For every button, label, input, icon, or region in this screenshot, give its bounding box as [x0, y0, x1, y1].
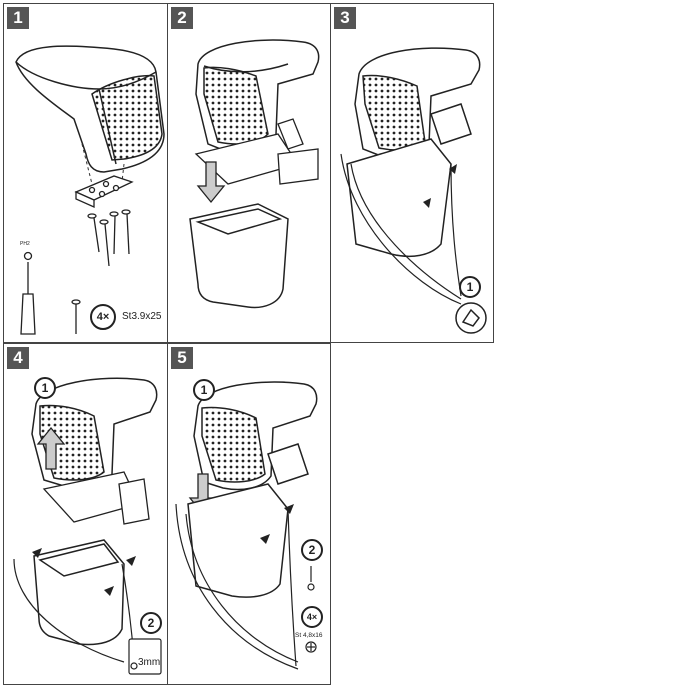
screw-illustration	[305, 566, 317, 653]
step-4-illustration	[13, 377, 162, 675]
step-5-illustration	[175, 381, 318, 670]
pointer-arrows	[260, 504, 294, 544]
step-3-panel: 3 1	[330, 3, 494, 343]
step-number-badge: 3	[334, 7, 356, 29]
step-number-badge: 2	[171, 7, 193, 29]
storage-box	[187, 443, 309, 598]
pointer-arrows	[423, 164, 457, 208]
callout-circle-1: 1	[34, 377, 56, 399]
down-arrow	[196, 161, 226, 204]
storage-box	[189, 203, 289, 309]
quantity-circle: 4×	[301, 606, 323, 628]
step-number-badge: 5	[171, 347, 193, 369]
screw-spec: St3.9x25	[122, 311, 162, 322]
screwdriver	[20, 251, 36, 335]
alignment-lines	[81, 143, 125, 185]
step-number-badge: 4	[7, 347, 29, 369]
step-5-panel: 5 1 2 4× St 4,8x16	[167, 343, 331, 685]
tool-label: PH2	[20, 241, 30, 247]
step-1-illustration	[15, 45, 165, 335]
step-2-panel: 2	[167, 3, 331, 343]
step-1-panel: 1	[3, 3, 168, 343]
step-number-badge: 1	[7, 7, 29, 29]
armrest-lid	[354, 47, 481, 159]
screw-spec: St 4,8x16	[295, 632, 323, 639]
callout-circle-1: 1	[193, 379, 215, 401]
callout-circle-2: 2	[301, 539, 323, 561]
mounting-bracket	[74, 175, 134, 209]
storage-box	[346, 103, 472, 257]
mounting-screws	[87, 209, 131, 267]
callout-circle: 1	[459, 276, 481, 298]
callout-circle-2: 2	[140, 612, 162, 634]
step-3-illustration	[340, 47, 487, 334]
step-2-illustration	[189, 39, 320, 309]
armrest-lid	[195, 39, 320, 154]
armrest-lid	[15, 45, 165, 173]
quantity-circle: 4×	[90, 304, 116, 330]
armrest-lid	[193, 381, 318, 491]
pointer-arrows	[32, 548, 136, 596]
hinge-assembly	[42, 471, 150, 525]
hand-icon	[455, 302, 487, 334]
gap-label: 3mm	[138, 657, 161, 668]
gap-indicator	[128, 638, 162, 675]
console-guide-lines	[175, 503, 299, 670]
screw	[71, 299, 81, 334]
hinge-assembly	[194, 118, 319, 185]
up-arrow	[36, 426, 66, 470]
step-4-panel: 4 1 2 3mm	[3, 343, 168, 685]
